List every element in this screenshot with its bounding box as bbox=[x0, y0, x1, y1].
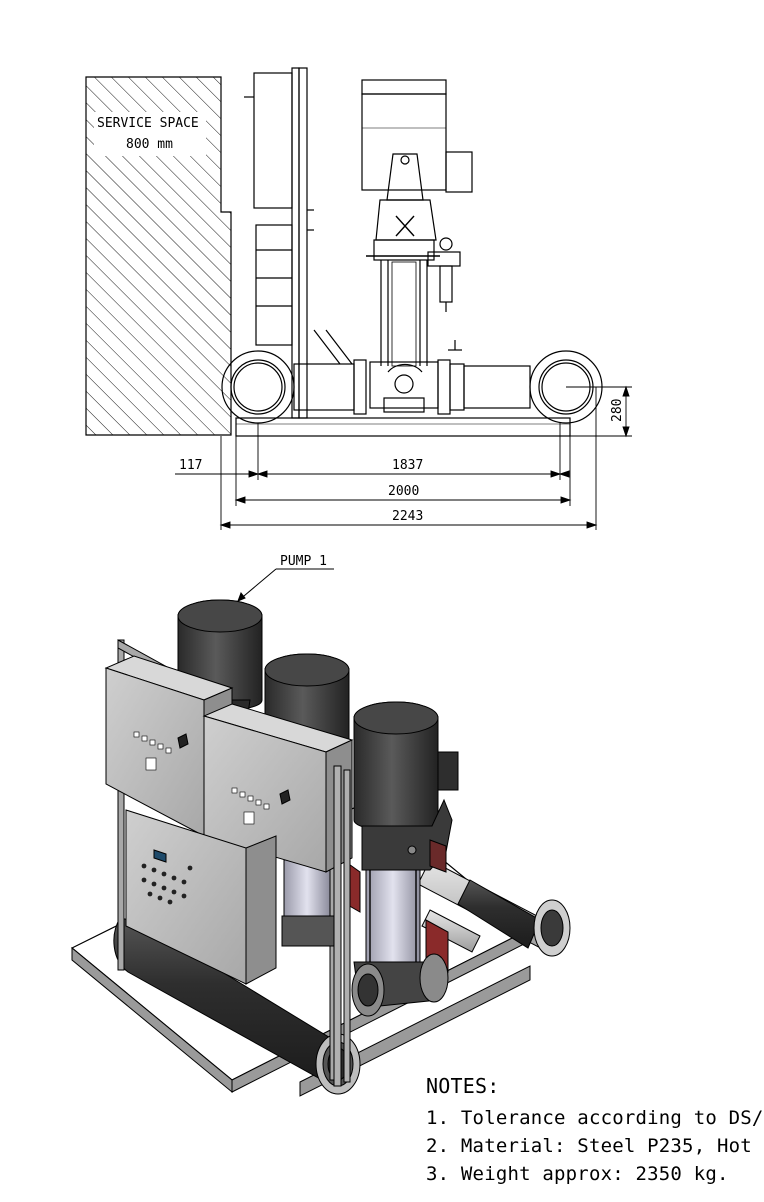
iso-front-posts bbox=[333, 765, 351, 1087]
control-cabinet-side bbox=[244, 72, 293, 346]
service-space-area bbox=[85, 76, 232, 436]
iso-control-cabinet-2 bbox=[202, 703, 354, 873]
isometric-view: PUMP 1 bbox=[70, 554, 571, 1097]
dimension-lines bbox=[175, 385, 632, 530]
iso-pump-3 bbox=[351, 701, 459, 1017]
dimension-offset: 117 bbox=[179, 458, 202, 473]
service-space-label: SERVICE SPACE bbox=[97, 116, 199, 131]
pump-callout-label: PUMP 1 bbox=[280, 554, 327, 569]
dimension-height: 280 bbox=[610, 399, 625, 422]
suction-manifold bbox=[221, 329, 367, 424]
service-space-size: 800 mm bbox=[126, 137, 173, 152]
notes-block: NOTES: 1. Tolerance according to DS/ 2. … bbox=[426, 1072, 764, 1188]
iso-main-panel bbox=[125, 809, 277, 985]
dimension-overall-length: 2243 bbox=[392, 509, 423, 524]
note-item-2: 2. Material: Steel P235, Hot bbox=[426, 1135, 752, 1157]
notes-title: NOTES: bbox=[426, 1074, 500, 1098]
discharge-manifold bbox=[437, 340, 603, 424]
gauge-assembly bbox=[427, 237, 461, 312]
dimension-frame-length: 2000 bbox=[388, 484, 419, 499]
pump-housing-side bbox=[369, 361, 439, 413]
note-item-3: 3. Weight approx: 2350 kg. bbox=[426, 1163, 729, 1185]
frame-upright bbox=[291, 67, 314, 419]
base-frame-side bbox=[235, 417, 571, 437]
dimension-pump-spacing: 1837 bbox=[392, 458, 423, 473]
note-item-1: 1. Tolerance according to DS/ bbox=[426, 1107, 764, 1129]
technical-drawing: SERVICE SPACE 800 mm bbox=[70, 67, 632, 1097]
motor-side bbox=[361, 79, 473, 261]
pump-callout bbox=[237, 568, 334, 602]
iso-discharge-pipe bbox=[417, 859, 571, 957]
pump-column-side bbox=[380, 260, 428, 367]
side-view: SERVICE SPACE 800 mm bbox=[85, 67, 632, 530]
